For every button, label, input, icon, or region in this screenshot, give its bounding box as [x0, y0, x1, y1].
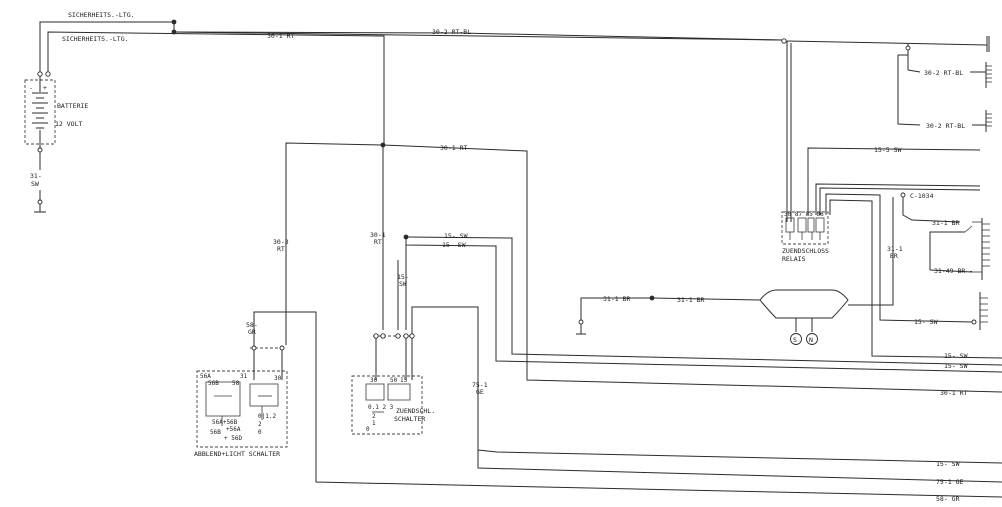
w15-5-sw — [807, 147, 1002, 359]
label-58-gr-bot: 58- GR — [936, 495, 960, 503]
label-abblend-plus-56a: +56A — [226, 426, 241, 433]
svg-text:-: - — [29, 84, 33, 92]
w31-1-br-ground — [576, 289, 849, 345]
label-30-2-rt-bl-main: 30-2 RT-BL — [432, 28, 471, 36]
label-zuend-15: 15 — [400, 377, 408, 384]
label-abblend-58: 58 — [232, 380, 240, 387]
label-15-sw-conn: 15- SW — [914, 318, 938, 326]
label-15-sw-r2: 15- SW — [944, 362, 968, 370]
label-58-gr-a: 58- — [246, 321, 258, 329]
label-zuend-2: 2 — [372, 413, 376, 420]
label-30-3-a: 30-3 — [273, 238, 289, 246]
label-abblend-56b: 56B — [208, 380, 219, 387]
label-31-1-br-left: 31-1 BR — [603, 295, 630, 303]
svg-text:+: + — [43, 84, 47, 92]
label-n: N — [809, 336, 813, 344]
w15-sw-wires — [397, 234, 1002, 373]
label-75-1-ge-b: GE — [476, 388, 484, 396]
label-zuendschloss-relais-a: ZUENDSCHLOSS — [782, 247, 829, 255]
label-30-1-rt-mid: 30-1 RT — [440, 144, 467, 152]
label-zuend-1: 1 — [372, 420, 376, 427]
label-30-1-rt-r: 30-1 RT — [940, 389, 967, 397]
label-c-1034: C-1034 — [910, 192, 934, 200]
label-sicherheits-bottom: SICHERHEITS.-LTG. — [62, 35, 129, 43]
label-31-1-vert-b: BR — [890, 252, 898, 260]
label-abblend-012: 0|1.2 — [258, 413, 276, 420]
sicherheits-leitungen — [39, 19, 988, 222]
label-31-sw-a: 31- — [30, 172, 42, 180]
abblend-licht-schalter — [196, 311, 1002, 498]
label-30-1-vert-a: 30-1 — [370, 231, 386, 239]
label-abblend-30: 30 — [274, 375, 282, 382]
label-31-1-br-right: 31-1 BR — [932, 219, 959, 227]
label-75-1-ge-a: 75-1 — [472, 381, 488, 389]
label-s: S — [793, 336, 797, 344]
label-volt: 12 VOLT — [55, 120, 82, 128]
label-abblend-56b-lower: 56B — [210, 429, 221, 436]
label-30-3-b: RT — [277, 245, 285, 253]
label-30-2-rt-bl-r1: 30-2 RT-BL — [924, 69, 963, 77]
label-abblend-2: 2 — [258, 421, 262, 428]
label-58-gr-b: GR — [248, 328, 256, 336]
label-batterie: BATTERIE — [57, 102, 88, 110]
label-zuend-30: 30 — [370, 377, 378, 384]
label-15-sw-r1: 15- SW — [944, 352, 968, 360]
label-abblend-56d: + 56D — [224, 435, 242, 442]
right-connector-combs — [979, 36, 992, 330]
label-sicherheits-top: SICHERHEITS.-LTG. — [68, 11, 135, 19]
w30-1-rt-distribution — [285, 142, 1002, 393]
label-15-sw-vert-a: 15- — [397, 273, 409, 281]
label-15-sw-bot: 15- SW — [936, 460, 960, 468]
label-31-1-br-mid: 31-1 BR — [677, 296, 704, 304]
label-relais-pins: 30 87 85 86 — [784, 211, 824, 218]
batterie: + - — [24, 71, 56, 213]
label-15-sw-vert-b: SW — [399, 280, 407, 288]
label-abblend-licht-schalter: ABBLEND+LICHT SCHALTER — [194, 450, 280, 458]
label-zuend-50: 50 — [390, 377, 398, 384]
label-30-2-rt-bl-r2: 30-2 RT-BL — [926, 122, 965, 130]
label-zuend-0: 0 — [366, 426, 370, 433]
label-zuend-0123: 0.1 2 3 — [368, 404, 394, 411]
label-15-5-sw: 15-5 SW — [874, 146, 901, 154]
label-15-sw-1: 15- SW — [444, 232, 468, 240]
label-zuendschl-a: ZUENDSCHL. — [396, 407, 435, 415]
label-30-1-rt-top: 30-1 RT — [267, 32, 294, 40]
label-abblend-31: 31 — [240, 373, 248, 380]
label-zuendschl-b: SCHALTER — [394, 415, 425, 423]
label-abblend-56a: 56A — [200, 373, 211, 380]
zuendschloss-schalter — [351, 306, 1002, 483]
label-abblend-56a-56b: 56A+56B — [212, 419, 238, 426]
zuendschloss-relais — [781, 211, 829, 245]
label-15-sw-2: 15- SW — [442, 241, 466, 249]
label-zuendschloss-relais-b: RELAIS — [782, 255, 806, 263]
label-31-1-vert-a: 31-1 — [887, 245, 903, 253]
label-30-1-vert-b: RT — [374, 238, 382, 246]
label-75-1-ge-bot: 75-1 GE — [936, 478, 963, 486]
label-abblend-0: 0 — [258, 429, 262, 436]
label-31-49-br: 31-49 BR - — [934, 267, 973, 275]
label-31-sw-b: SW — [31, 180, 39, 188]
